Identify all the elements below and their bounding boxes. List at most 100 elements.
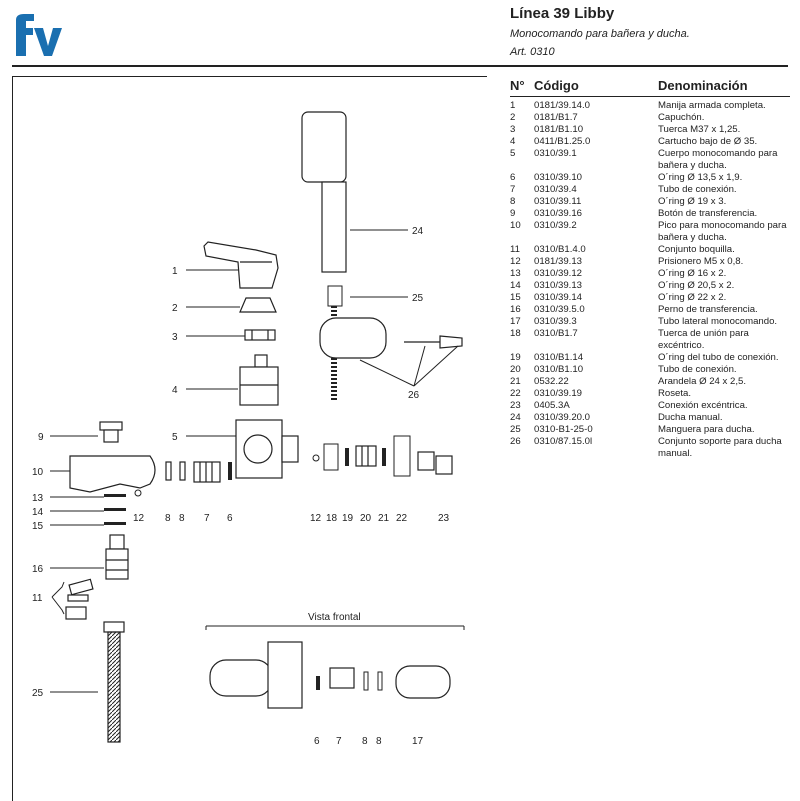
legend-description: Conjunto soporte para ducha manual. <box>658 436 782 459</box>
legend-description: O´ring Ø 19 x 3. <box>658 196 727 207</box>
legend-number: 9 <box>510 208 516 219</box>
callout-9: 9 <box>38 432 44 443</box>
legend-description: Ducha manual. <box>658 412 723 423</box>
legend-number: 6 <box>510 172 516 183</box>
legend-description: Perno de transferencia. <box>658 304 758 315</box>
callout-12-right: 12 <box>310 513 322 524</box>
legend-description: Botón de transferencia. <box>658 208 758 219</box>
legend-number: 5 <box>510 148 516 159</box>
legend-code: 0310/39.4 <box>534 184 577 195</box>
legend-description: Cartucho bajo de Ø 35. <box>658 136 758 147</box>
callout-3: 3 <box>172 332 178 343</box>
legend-col-code: Código <box>534 78 579 93</box>
part-12-screw <box>134 489 142 497</box>
legend-description: Cuerpo monocomando para bañera y ducha. <box>658 148 778 171</box>
part-9-transfer-button <box>99 421 123 443</box>
legend-number: 10 <box>510 220 521 231</box>
part-2-cap <box>239 297 277 313</box>
front-part-8b <box>377 671 383 691</box>
legend-number: 12 <box>510 256 521 267</box>
callout-8a: 8 <box>165 513 171 524</box>
legend-description: Tubo de conexión. <box>658 364 737 375</box>
legend-number: 13 <box>510 268 521 279</box>
legend-description: O´ring del tubo de conexión. <box>658 352 779 363</box>
part-3-nut <box>244 329 276 341</box>
legend-header: N° Código Denominación <box>510 78 790 96</box>
callout-20: 20 <box>360 513 372 524</box>
part-7-connection-tube <box>193 461 221 483</box>
part-10-spout <box>69 455 156 493</box>
front-view-label: Vista frontal <box>308 612 361 623</box>
callout-26: 26 <box>408 390 420 401</box>
legend-description: Manija armada completa. <box>658 100 766 111</box>
legend-code: 0310/87.15.0l <box>534 436 593 447</box>
legend-code: 0181/39.13 <box>534 256 583 267</box>
part-4-cartridge <box>239 354 279 406</box>
callout-2: 2 <box>172 303 178 314</box>
callout-7: 7 <box>204 513 210 524</box>
legend-code: 0310/39.16 <box>534 208 583 219</box>
legend-code: 0181/B1.7 <box>534 112 578 123</box>
legend-number: 19 <box>510 352 521 363</box>
legend-code: 0310/39.12 <box>534 268 583 279</box>
legend-number: 14 <box>510 280 521 291</box>
legend-number: 11 <box>510 244 520 255</box>
callout-4: 4 <box>172 385 178 396</box>
product-subtitle: Monocomando para bañera y ducha. <box>510 28 690 40</box>
legend-number: 25 <box>510 424 521 435</box>
legend-divider <box>510 96 790 97</box>
legend-col-description: Denominación <box>658 78 748 93</box>
legend-col-number: N° <box>510 78 525 93</box>
front-callout-7: 7 <box>336 736 342 747</box>
legend-description: Tubo lateral monocomando. <box>658 316 778 327</box>
legend-description: Capuchón. <box>658 112 705 123</box>
callout-22: 22 <box>396 513 408 524</box>
legend-description: Prisionero M5 x 0,8. <box>658 256 744 267</box>
callout-23: 23 <box>438 513 450 524</box>
front-callout-17: 17 <box>412 736 424 747</box>
drawing-frame <box>12 76 487 801</box>
part-26-support <box>319 317 463 359</box>
legend-row: 9 0310/39.16 Botón de transferencia. <box>510 208 790 220</box>
legend-description: Arandela Ø 24 x 2,5. <box>658 376 746 387</box>
legend-code: 0310/39.3 <box>534 316 577 327</box>
legend-description: Pico para monocomando para bañera y duch… <box>658 220 787 243</box>
legend-code: 0310/39.10 <box>534 172 583 183</box>
logo-v-glyph <box>34 28 62 56</box>
legend-code: 0310/39.19 <box>534 388 583 399</box>
legend-description: Manguera para ducha. <box>658 424 755 435</box>
front-part-6 <box>316 676 320 690</box>
header-divider <box>12 65 788 67</box>
legend-number: 7 <box>510 184 516 195</box>
legend-number: 16 <box>510 304 521 315</box>
legend-code: 0310/B1.4.0 <box>534 244 586 255</box>
callout-12-left: 12 <box>133 513 145 524</box>
legend-description: Conexión excéntrica. <box>658 400 748 411</box>
part-1-handle <box>203 241 279 289</box>
legend-code: 0181/B1.10 <box>534 124 584 135</box>
legend-number: 18 <box>510 328 521 339</box>
legend-number: 15 <box>510 292 521 303</box>
legend-code: 0532.22 <box>534 376 569 387</box>
part-11-nozzle-set <box>65 578 94 620</box>
page-title: Línea 39 Libby <box>510 5 615 22</box>
legend-number: 22 <box>510 388 521 399</box>
callout-6: 6 <box>227 513 233 524</box>
